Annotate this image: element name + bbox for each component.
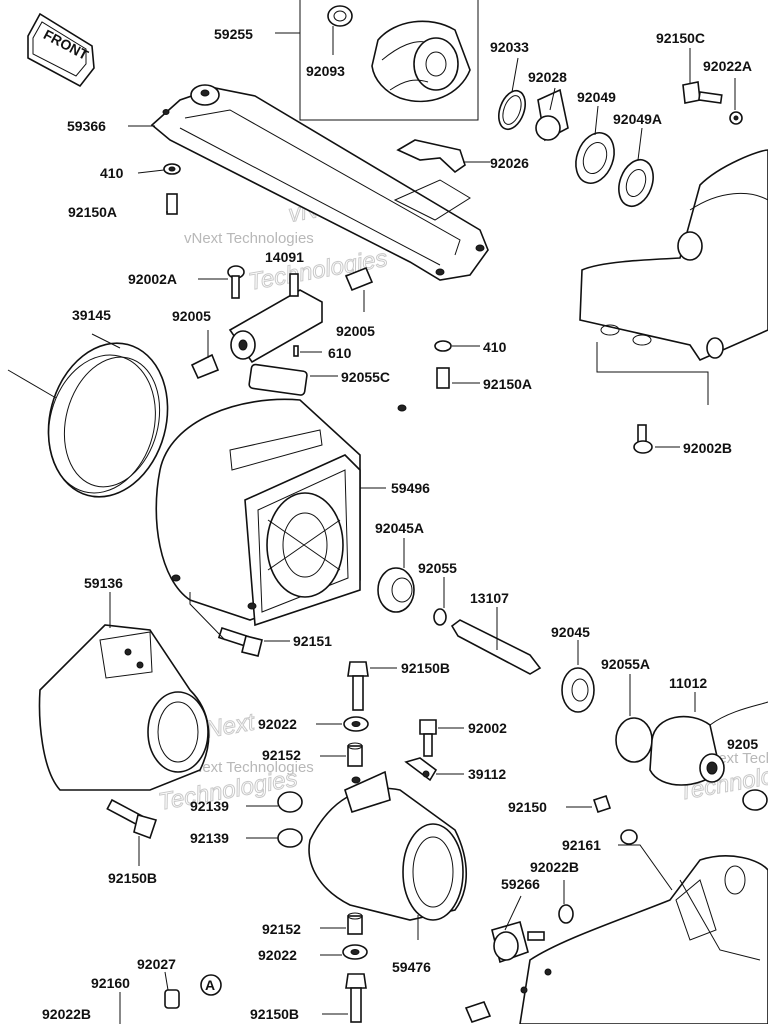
fitting-59266 [491,921,545,964]
label-92151: 92151 [293,633,332,649]
impeller-assembly [299,0,479,121]
label-92139-top: 92139 [190,798,229,814]
nozzle-59136 [38,624,210,791]
label-92045: 92045 [551,624,590,640]
label-92026: 92026 [490,155,529,171]
label-410-bottom: 410 [483,339,507,355]
label-92150b-top: 92150B [401,660,450,676]
label-59255: 59255 [214,26,253,42]
label-92002b: 92002B [683,440,732,456]
pump-cover-plate [150,84,489,281]
label-92139-bottom: 92139 [190,830,229,846]
label-39145: 39145 [72,307,111,323]
label-92022a: 92022A [703,58,752,74]
grommets-92139 [277,791,303,848]
label-92002: 92002 [468,720,507,736]
label-92152-top: 92152 [262,747,301,763]
oring-92055a [615,717,653,763]
label-92049a: 92049A [613,111,662,127]
label-13107: 13107 [470,590,509,606]
label-9205-partial: 9205 [727,736,758,752]
part-92161 [620,829,638,845]
label-92045a: 92045A [375,520,424,536]
leader-lines [91,26,736,1024]
label-59366: 59366 [67,118,106,134]
bolt-92002a [227,265,245,299]
reverse-bucket [464,855,768,1025]
bolts-92150b [106,661,369,1023]
front-arrow-badge: FRONT [27,12,95,88]
label-92022-top: 92022 [258,716,297,732]
cap-11012 [649,701,768,811]
label-92002a: 92002A [128,271,177,287]
washers-bolts-left [163,163,653,454]
label-92152-bottom: 92152 [262,921,301,937]
shaft-13107 [450,619,542,675]
bracket-92026 [396,139,466,174]
label-92150a-bottom: 92150A [483,376,532,392]
label-92150: 92150 [508,799,547,815]
label-11012: 11012 [669,675,707,691]
label-59266: 59266 [501,876,540,892]
label-59496: 59496 [391,480,430,496]
label-92150b-left: 92150B [108,870,157,886]
ring-39145 [7,342,169,498]
label-92150c: 92150C [656,30,705,46]
screw-92150 [592,794,612,814]
label-92022b-mid: 92022B [530,859,579,875]
callout-a: A [205,977,215,993]
seal-stack [498,88,654,208]
bolt-92002 [404,719,438,782]
watermark-text-1: vNext Technologies [184,230,314,247]
oring-92055 [433,608,447,626]
pump-housing [155,398,407,627]
label-92028: 92028 [528,69,567,85]
bearing-92045a [377,567,415,613]
washers-collars [342,716,369,960]
label-14091: 14091 [265,249,304,265]
label-92022b-bottom: 92022B [42,1006,91,1022]
label-92005-right: 92005 [336,323,375,339]
label-92055: 92055 [418,560,457,576]
label-92022-bottom: 92022 [258,947,297,963]
washer-92022b [558,904,574,924]
pump-frame [579,149,768,405]
steering-nozzle-59476 [308,770,468,921]
label-59476: 59476 [392,959,431,975]
bolt-92150c [682,81,743,125]
label-92093: 92093 [306,63,345,79]
label-39112: 39112 [468,766,506,782]
label-92150b-bottom: 92150B [250,1006,299,1022]
bearing-92045 [561,667,595,713]
part-labels: 59255 92093 92033 92028 92049 92049A 921… [42,26,758,1022]
label-410-top: 410 [100,165,124,181]
label-610: 610 [328,345,352,361]
label-92033: 92033 [490,39,529,55]
label-92027: 92027 [137,956,176,972]
label-92055c: 92055C [341,369,390,385]
bushing-92027: A [164,974,222,1009]
label-92160: 92160 [91,975,130,991]
label-92150a-top: 92150A [68,204,117,220]
label-59136: 59136 [84,575,123,591]
label-92055a: 92055A [601,656,650,672]
stator-bar [190,266,374,396]
label-92049: 92049 [577,89,616,105]
watermark-text-3: vNext Technologies [184,759,314,776]
bolt-92151 [217,626,263,657]
label-92005-left: 92005 [172,308,211,324]
label-92161: 92161 [562,837,601,853]
